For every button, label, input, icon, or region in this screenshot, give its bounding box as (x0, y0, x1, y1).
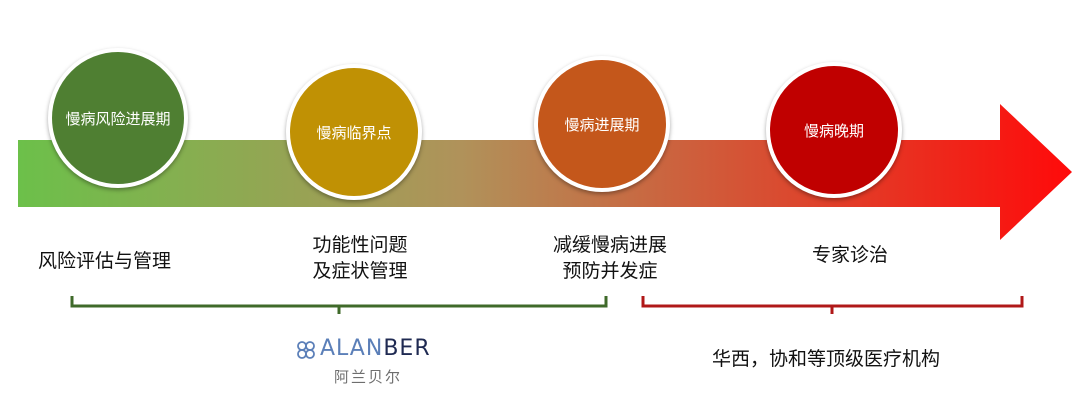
right-bracket (641, 296, 1024, 314)
caption-line: 专家诊治 (811, 244, 888, 266)
logo-wordmark: ALANBER (320, 336, 431, 361)
stage-label: 慢病临界点 (316, 123, 392, 142)
stage-circle-1: 慢病风险进展期 (48, 48, 188, 188)
stage-circle-4: 慢病晚期 (766, 62, 902, 198)
caption-line: 及症状管理 (312, 260, 408, 282)
logo-wordmark-b: BER (383, 336, 431, 361)
caption-1: 风险评估与管理 (38, 248, 238, 274)
stage-label: 慢病风险进展期 (65, 109, 171, 128)
stage-label: 慢病晚期 (803, 121, 864, 140)
stage-circle-3: 慢病进展期 (534, 56, 670, 192)
left-bracket (70, 296, 608, 314)
caption-4: 专家诊治 (770, 242, 930, 268)
logo-wordmark-a: ALAN (320, 336, 384, 361)
caption-line: 风险评估与管理 (38, 250, 172, 272)
caption-2: 功能性问题 及症状管理 (280, 232, 440, 284)
logo-chinese: 阿兰贝尔 (334, 368, 403, 386)
knot-icon (297, 341, 315, 359)
caption-line: 减缓慢病进展 (552, 234, 667, 256)
right-group-label: 华西，协和等顶级医疗机构 (712, 348, 941, 370)
arrow-shape (18, 104, 1072, 240)
stage-circle-2: 慢病临界点 (286, 64, 422, 200)
caption-3: 减缓慢病进展 预防并发症 (530, 232, 690, 284)
stage-label: 慢病进展期 (564, 115, 640, 134)
caption-line: 预防并发症 (562, 260, 658, 282)
caption-line: 功能性问题 (312, 234, 408, 256)
